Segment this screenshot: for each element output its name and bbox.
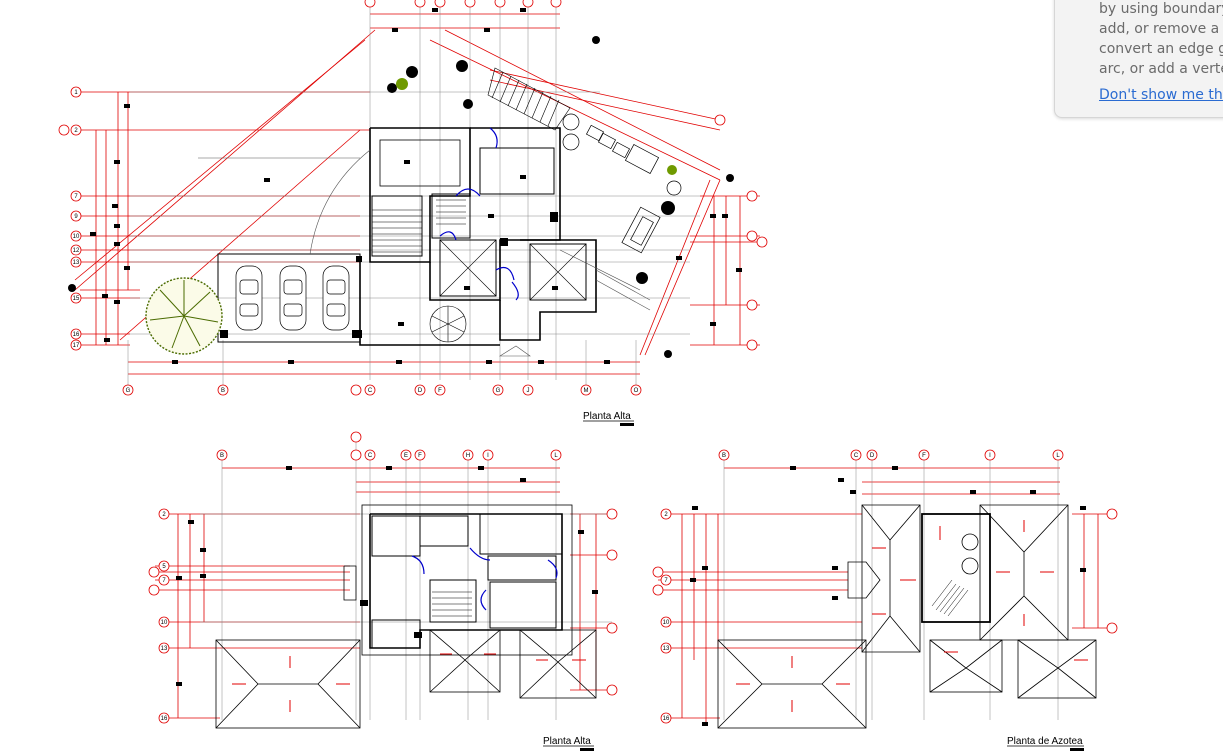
tooltip-line: convert an edge gr: [1099, 41, 1223, 57]
tooltip-line: arc, or add a vertex: [1099, 61, 1223, 77]
roof-plan: B C D F I L 2 7 10 13 16 Planta de Azote…: [652, 449, 1118, 751]
svg-text:Planta Alta: Planta Alta: [583, 411, 631, 422]
axis-label: 12: [73, 248, 80, 254]
tooltip-line: add, or remove a v: [1099, 21, 1223, 37]
dont-show-again-link[interactable]: Don't show me this: [1099, 87, 1223, 103]
axis-label: 16: [73, 332, 80, 338]
svg-text:Planta de Azotea: Planta de Azotea: [1007, 736, 1083, 747]
axis-label: D: [870, 453, 875, 459]
axis-label: 1: [74, 90, 78, 96]
axis-label: L: [1056, 453, 1060, 459]
axis-label: I: [989, 453, 991, 459]
axis-label: O: [634, 388, 639, 394]
axis-label: 13: [73, 260, 80, 266]
axis-label: 13: [663, 646, 670, 652]
axis-label: B: [220, 453, 224, 459]
axis-label: 2: [664, 512, 668, 518]
axis-label: J: [527, 388, 530, 394]
axis-label: 16: [663, 716, 670, 722]
axis-label: 16: [161, 716, 168, 722]
axis-label: B: [221, 388, 225, 394]
axis-label: 10: [161, 620, 168, 626]
plan-title: Planta Alta: [583, 411, 634, 426]
axis-label: 7: [74, 194, 78, 200]
axis-label: 15: [73, 296, 80, 302]
axis-label: I: [487, 453, 489, 459]
axis-label: B: [722, 453, 726, 459]
tooltip-line: by using boundary: [1099, 1, 1223, 17]
axis-label: F: [922, 453, 926, 459]
axis-label: F: [438, 388, 442, 394]
axis-label: E: [404, 453, 408, 459]
axis-label: 10: [663, 620, 670, 626]
tree-icon: [145, 277, 223, 355]
plan-title: Planta de Azotea: [1007, 736, 1084, 751]
axis-label: L: [554, 453, 558, 459]
axis-label: H: [466, 453, 470, 459]
axis-label: C: [854, 453, 859, 459]
axis-label: 7: [162, 578, 166, 584]
axis-label: 7: [664, 578, 668, 584]
car-icon: [235, 265, 350, 331]
axis-label: 13: [161, 646, 168, 652]
svg-text:Planta Alta: Planta Alta: [543, 736, 591, 747]
axis-label: 2: [162, 512, 166, 518]
axis-label: M: [584, 388, 589, 394]
axis-label: C: [368, 388, 373, 394]
top-floor-plan: G B C D F G J M O 1 2 7 9 10 12 13 15 16…: [58, 0, 768, 426]
axis-label: 9: [74, 214, 78, 220]
axis-label: D: [418, 388, 423, 394]
axis-label: G: [126, 388, 131, 394]
axis-label: G: [496, 388, 501, 394]
plan-title: Planta Alta: [543, 736, 594, 751]
upper-floor-plan: B C E F H I L 2 5 7 10 13 16 Planta Alta: [148, 431, 618, 751]
tooltip-hint-panel: by using boundary add, or remove a v con…: [1054, 0, 1223, 118]
axis-label: C: [368, 453, 373, 459]
axis-label: 10: [73, 234, 80, 240]
axis-label: F: [418, 453, 422, 459]
spiral-stair-icon: [429, 305, 467, 343]
axis-label: 2: [74, 128, 78, 134]
axis-label: 17: [73, 343, 80, 349]
axis-label: 5: [162, 564, 166, 570]
